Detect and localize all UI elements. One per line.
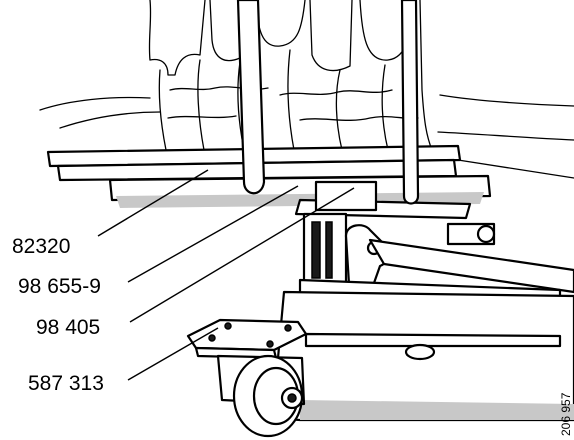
callout-587313: 587 313 xyxy=(28,372,104,395)
load-goods xyxy=(39,0,574,151)
leader-98405 xyxy=(129,187,355,323)
lower-frame xyxy=(108,174,492,220)
castor-wheel xyxy=(216,354,306,438)
lifting-straps xyxy=(236,0,420,205)
leader-lines xyxy=(97,169,355,381)
leader-587313 xyxy=(127,327,219,381)
callout-98405: 98 405 xyxy=(36,316,100,339)
leader-98655-9 xyxy=(127,185,299,283)
callout-labels: 82320 98 655-9 98 405 587 313 xyxy=(12,235,104,395)
leader-82320 xyxy=(97,169,209,237)
callout-98655-9: 98 655-9 xyxy=(18,275,101,298)
figure-id: 206 957 xyxy=(559,392,573,436)
tray-shelf xyxy=(46,144,574,182)
callout-82320: 82320 xyxy=(12,235,70,258)
